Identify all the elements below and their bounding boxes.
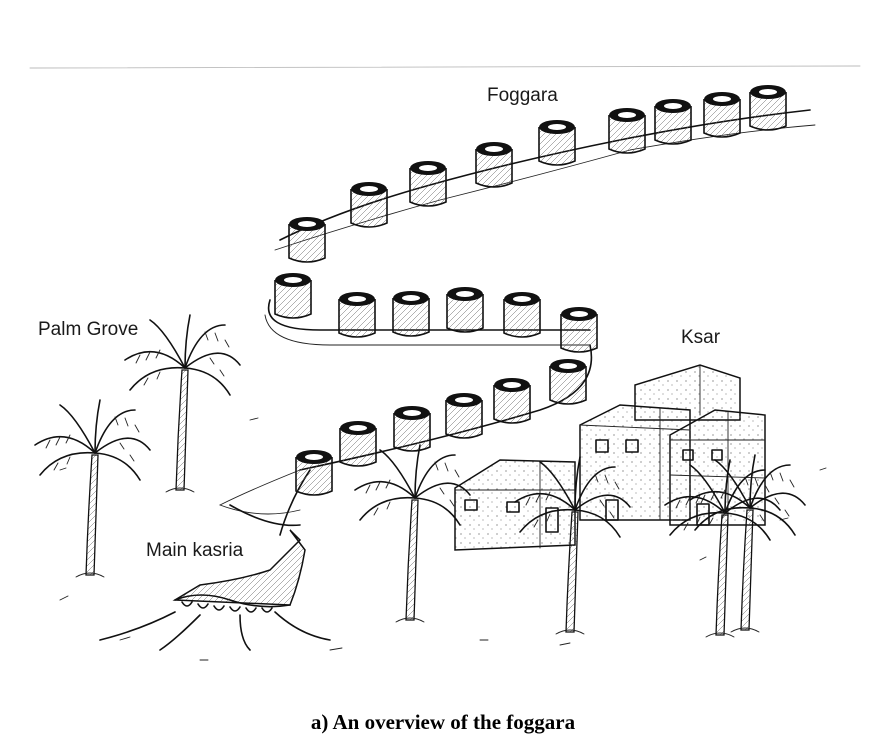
- main-kasria-structure: [99, 529, 331, 651]
- label-main-kasria: Main kasria: [146, 540, 244, 561]
- ground-texture: [29, 65, 861, 661]
- figure-caption: a) An overview of the foggara: [311, 710, 576, 734]
- label-ksar: Ksar: [681, 327, 721, 348]
- label-foggara: Foggara: [487, 85, 558, 106]
- label-palm-grove: Palm Grove: [38, 319, 138, 340]
